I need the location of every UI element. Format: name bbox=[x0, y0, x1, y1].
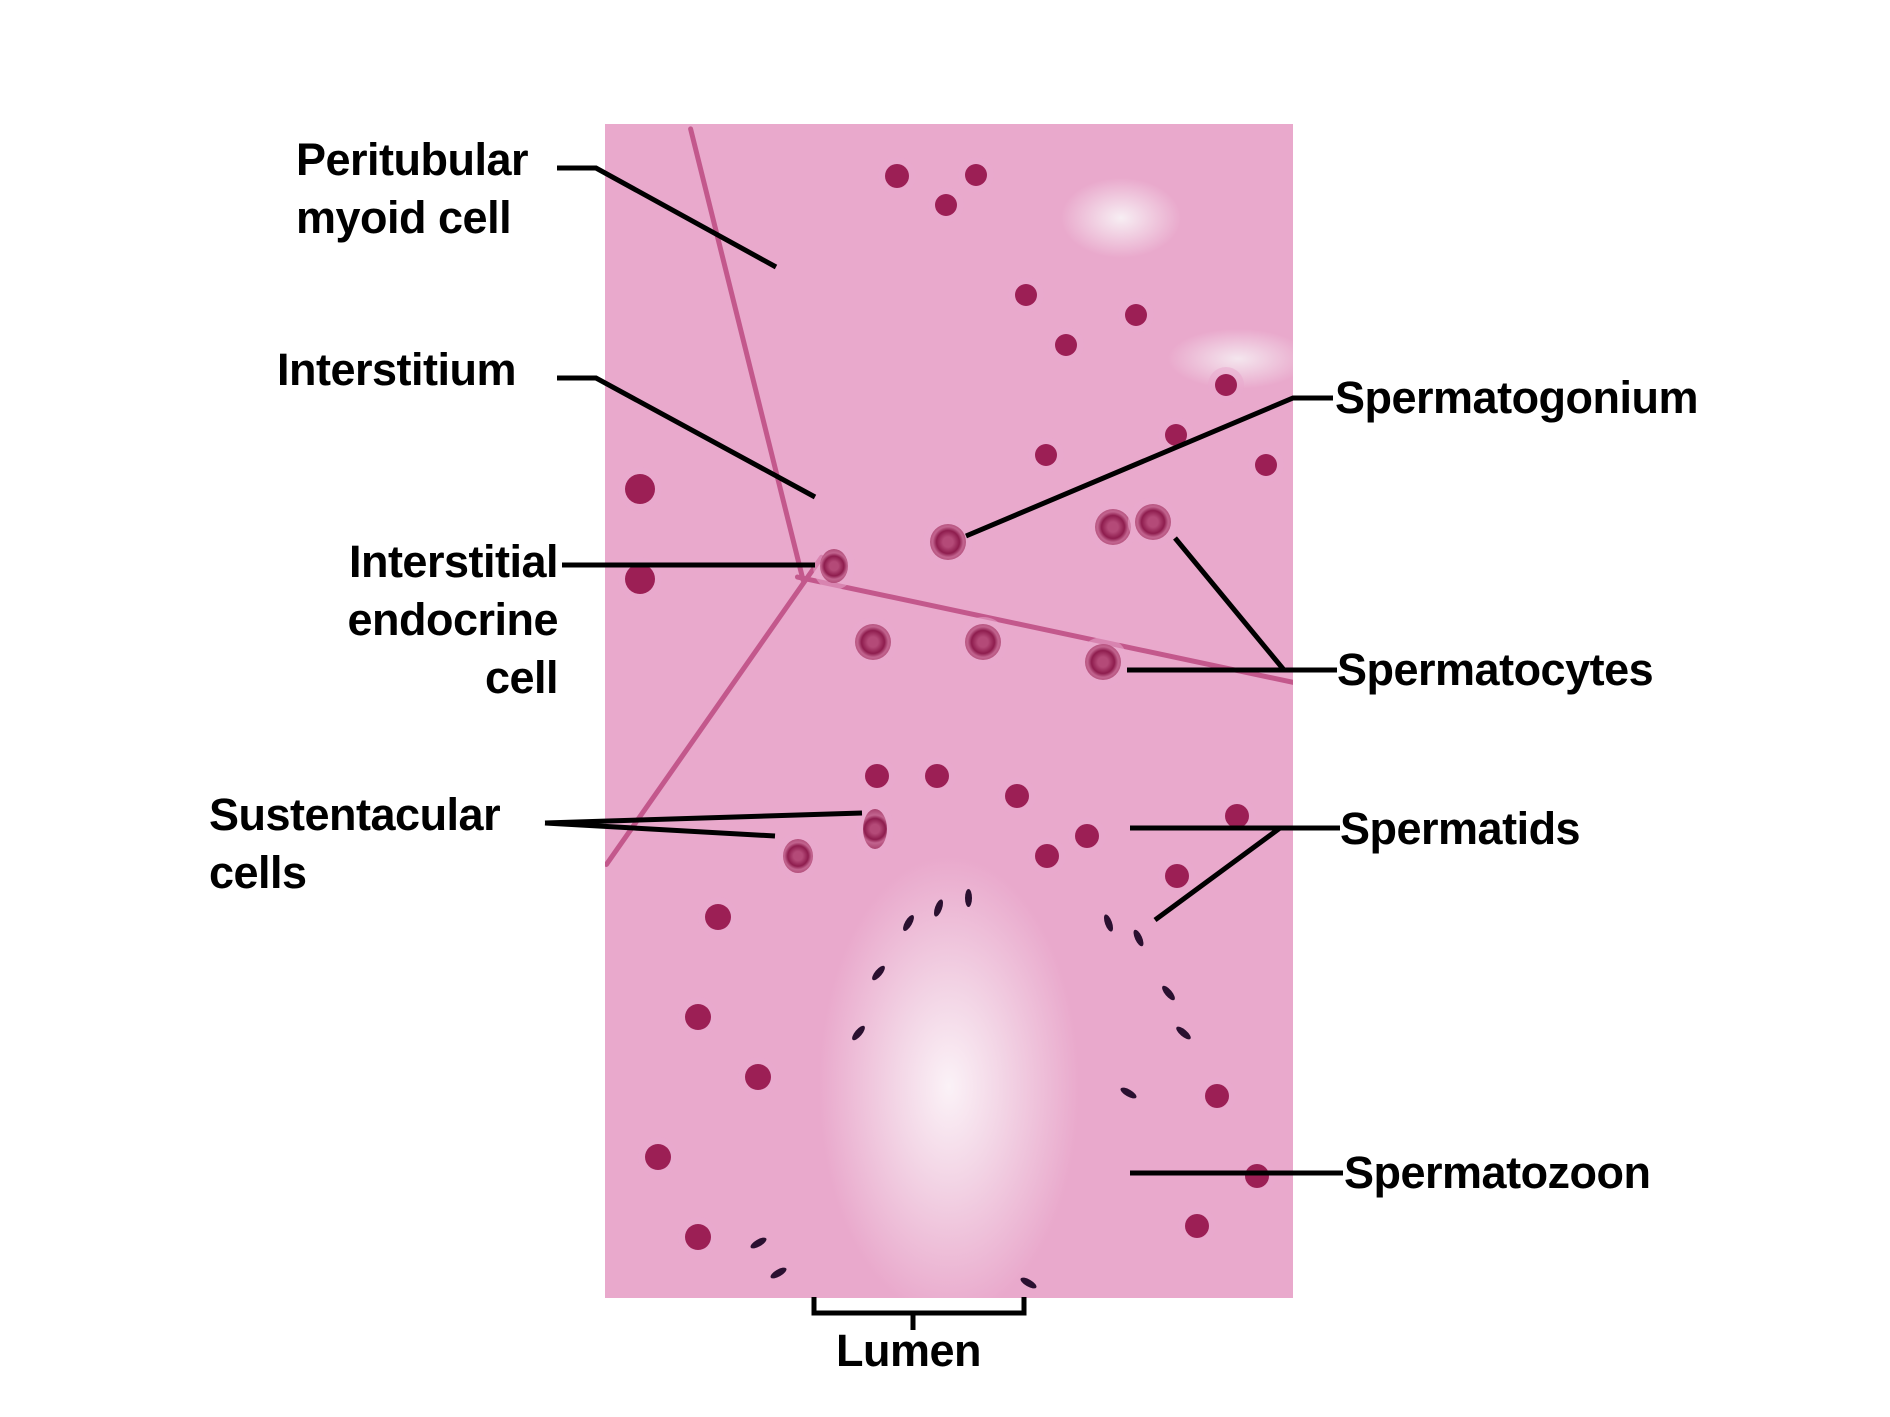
spermatocyte-nucleus bbox=[965, 624, 1001, 660]
nucleus bbox=[1015, 284, 1037, 306]
nucleus bbox=[625, 474, 655, 504]
nucleus bbox=[705, 904, 731, 930]
nucleus bbox=[965, 164, 987, 186]
nucleus bbox=[865, 764, 889, 788]
label-spermatids: Spermatids bbox=[1340, 803, 1581, 854]
nucleus bbox=[1165, 864, 1189, 888]
basement-membrane-fiber bbox=[605, 553, 826, 868]
nucleus bbox=[1035, 444, 1057, 466]
sustentacular-nucleus bbox=[863, 809, 887, 849]
nucleus bbox=[1055, 334, 1077, 356]
nucleus bbox=[925, 764, 949, 788]
sperm-head bbox=[1131, 928, 1146, 948]
sperm-head bbox=[748, 1235, 769, 1251]
label-lumen: Lumen bbox=[836, 1325, 982, 1376]
label-interstitial-endocrine-cell: Interstitial endocrine cell bbox=[347, 536, 558, 703]
spermatocyte-nucleus bbox=[1085, 644, 1121, 680]
label-spermatogonium: Spermatogonium bbox=[1335, 372, 1699, 423]
sperm-head bbox=[850, 1023, 867, 1043]
nucleus bbox=[885, 164, 909, 188]
nucleus bbox=[745, 1064, 771, 1090]
sperm-head bbox=[870, 963, 887, 983]
sperm-head bbox=[900, 913, 917, 933]
nucleus bbox=[1255, 454, 1277, 476]
nucleus bbox=[645, 1144, 671, 1170]
sperm-head bbox=[1160, 983, 1177, 1003]
sperm-head bbox=[932, 898, 945, 918]
spermatocyte-nucleus bbox=[1095, 509, 1131, 545]
sperm-head bbox=[1118, 1085, 1139, 1101]
label-spermatozoon: Spermatozoon bbox=[1344, 1147, 1651, 1198]
spermatogonium-nucleus bbox=[930, 524, 966, 560]
spermatocyte-nucleus bbox=[855, 624, 891, 660]
nucleus bbox=[685, 1004, 711, 1030]
nucleus bbox=[1125, 304, 1147, 326]
sperm-head bbox=[768, 1265, 789, 1281]
nucleus bbox=[685, 1224, 711, 1250]
micrograph bbox=[605, 124, 1293, 1298]
nucleus bbox=[625, 564, 655, 594]
nucleus bbox=[1225, 804, 1249, 828]
nucleus bbox=[1185, 1214, 1209, 1238]
label-spermatocytes: Spermatocytes bbox=[1337, 644, 1654, 695]
sperm-head bbox=[1102, 913, 1115, 933]
label-peritubular-myoid-cell: Peritubular myoid cell bbox=[296, 134, 529, 243]
sperm-head bbox=[1018, 1275, 1039, 1291]
label-interstitium: Interstitium bbox=[277, 344, 517, 395]
nucleus bbox=[1245, 1164, 1269, 1188]
nucleus bbox=[1165, 424, 1187, 446]
label-sustentacular-cells: Sustentacular cells bbox=[209, 789, 501, 898]
basement-membrane-fiber bbox=[687, 125, 807, 584]
sperm-head bbox=[1174, 1024, 1193, 1042]
nucleus bbox=[1075, 824, 1099, 848]
sperm-head bbox=[965, 889, 972, 907]
nucleus bbox=[1005, 784, 1029, 808]
sustentacular-nucleus bbox=[783, 839, 813, 873]
nucleus bbox=[1035, 844, 1059, 868]
interstitial-cell-nucleus bbox=[820, 549, 848, 583]
nucleus bbox=[1215, 374, 1237, 396]
nucleus bbox=[935, 194, 957, 216]
spermatocyte-nucleus bbox=[1135, 504, 1171, 540]
nucleus bbox=[1205, 1084, 1229, 1108]
